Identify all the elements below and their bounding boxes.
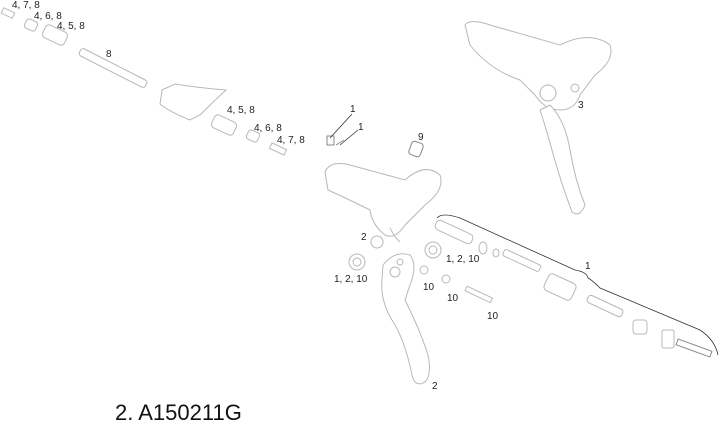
part-label: 4, 7, 8 — [277, 135, 305, 146]
part-label: 1, 2, 10 — [446, 254, 480, 265]
sleeve-part — [23, 18, 39, 32]
part-label: 1 — [358, 122, 364, 133]
part-label: 1 — [585, 261, 591, 272]
part-label: 1 — [350, 104, 356, 115]
part-label: 10 — [447, 293, 459, 304]
lever-blade-part — [381, 253, 430, 385]
spring-part — [434, 219, 474, 245]
washer-part — [370, 235, 384, 249]
adjuster-part — [408, 140, 424, 158]
bushing-part — [348, 253, 366, 271]
part-label: 9 — [418, 132, 424, 143]
rod-part — [586, 294, 624, 318]
small-part — [419, 265, 451, 284]
part-label: 2 — [432, 381, 438, 392]
pin-part — [335, 139, 345, 146]
part-label: 3 — [578, 100, 584, 111]
sleeve-part — [245, 129, 261, 143]
brake-lever-assembly-part — [464, 21, 612, 215]
part-label: 10 — [423, 282, 435, 293]
screw-part — [326, 135, 335, 146]
part-label: 4, 5, 8 — [227, 105, 255, 116]
leader-line — [339, 129, 359, 146]
part-label: 10 — [487, 311, 499, 322]
diagram-caption: 2. A150211G — [115, 400, 242, 425]
piston-part — [502, 248, 542, 272]
nut-part — [632, 319, 648, 335]
part-label: 8 — [106, 49, 112, 60]
part-label: 4, 5, 8 — [57, 21, 85, 32]
screw-part — [0, 7, 16, 19]
screw-part — [268, 142, 288, 156]
part-label: 2 — [361, 232, 367, 243]
lever-body-part — [324, 163, 442, 243]
bushing-part — [424, 241, 442, 259]
group-bracket — [436, 214, 719, 356]
part-label: 4, 6, 8 — [34, 11, 62, 22]
bar-part — [78, 48, 148, 88]
bushing-part — [41, 24, 69, 46]
part-label: 4, 6, 8 — [254, 123, 282, 134]
pivot-pin-part — [464, 285, 494, 304]
seal-part — [478, 241, 500, 258]
part-label: 1, 2, 10 — [334, 274, 368, 285]
part-label: 4, 7, 8 — [12, 0, 40, 11]
leader-line — [329, 113, 353, 139]
bushing-part — [210, 114, 238, 136]
cylinder-part — [543, 273, 577, 301]
grip-part — [159, 83, 228, 121]
pushrod-part — [661, 329, 713, 358]
